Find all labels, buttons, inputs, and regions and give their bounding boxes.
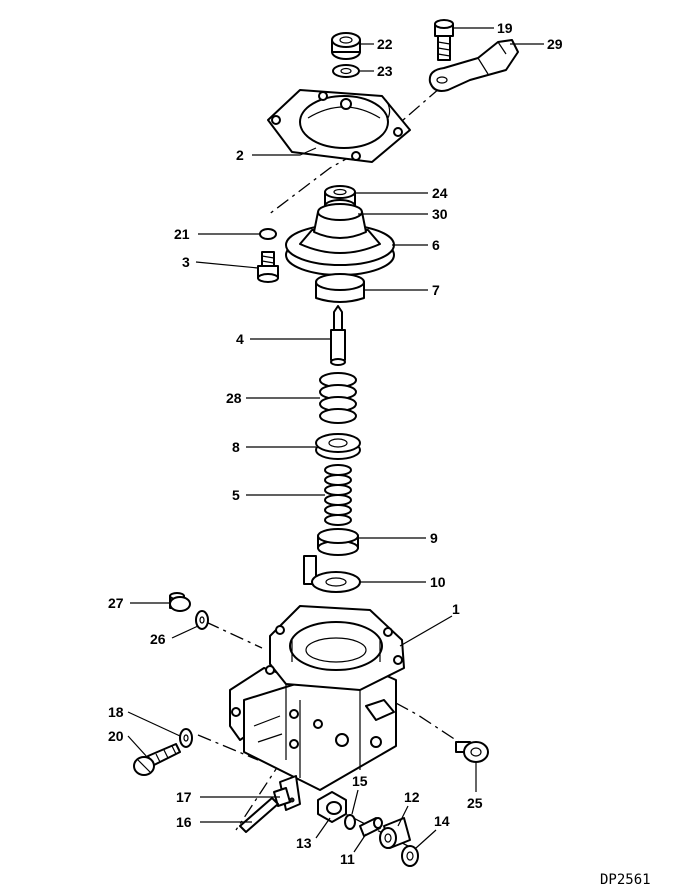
callout-12: 12 (404, 789, 420, 805)
part-21-o-ring (259, 228, 277, 240)
part-27-plug (169, 592, 191, 612)
part-13-nut (317, 791, 347, 823)
part-20-screw (133, 743, 181, 776)
part-18-washer (179, 728, 193, 748)
part-25-bolt (455, 741, 489, 763)
callout-13: 13 (296, 835, 312, 851)
leader-2 (252, 147, 317, 156)
part-17-bracket (273, 775, 301, 811)
part-14-washer (401, 845, 419, 867)
callout-8: 8 (232, 439, 240, 455)
callout-27: 27 (108, 595, 124, 611)
leader-3 (195, 261, 259, 269)
part-11-pin (359, 817, 383, 837)
part-6-diaphragm (285, 224, 395, 276)
part-15-o-ring (344, 814, 356, 830)
part-3-plug (257, 251, 279, 283)
callout-16: 16 (176, 814, 192, 830)
callout-5: 5 (232, 487, 240, 503)
leader-20 (127, 735, 149, 759)
leader-14 (415, 829, 437, 849)
part-28-spring (319, 372, 357, 424)
part-16-pin (239, 797, 279, 833)
callout-26: 26 (150, 631, 166, 647)
callout-10: 10 (430, 574, 446, 590)
callout-labels: 22 23 19 29 2 24 30 6 7 21 3 4 28 8 5 9 … (108, 20, 563, 867)
callout-20: 20 (108, 728, 124, 744)
callout-17: 17 (176, 789, 192, 805)
leader-15 (351, 789, 359, 815)
part-9-nut (317, 528, 359, 556)
leader-lines (127, 27, 544, 853)
callout-2: 2 (236, 147, 244, 163)
callout-29: 29 (547, 36, 563, 52)
leader-13 (315, 817, 331, 839)
callout-30: 30 (432, 206, 448, 222)
callout-4: 4 (236, 331, 244, 347)
callout-9: 9 (430, 530, 438, 546)
callout-11: 11 (340, 851, 355, 867)
callout-1: 1 (452, 601, 460, 617)
part-22-nut (331, 32, 361, 60)
callout-3: 3 (182, 254, 190, 270)
callout-21: 21 (174, 226, 190, 242)
part-30-retainer (313, 203, 367, 239)
part-2-cover (267, 89, 411, 163)
assembly-centerline-lower (197, 734, 259, 761)
callout-22: 22 (377, 36, 393, 52)
assembly-centerline-right (371, 689, 469, 749)
leader-18 (127, 711, 181, 737)
callout-19: 19 (497, 20, 513, 36)
leader-12 (397, 805, 409, 827)
callout-18: 18 (108, 704, 124, 720)
drawing-code: DP2561 (600, 872, 651, 888)
part-1-pump-body (229, 605, 405, 791)
part-12-plug (379, 817, 411, 849)
part-19-bolt (434, 19, 454, 61)
part-5-spring (324, 464, 352, 526)
callout-7: 7 (432, 282, 440, 298)
callout-28: 28 (226, 390, 242, 406)
callout-15: 15 (352, 773, 368, 789)
leader-11 (353, 833, 367, 853)
callout-25: 25 (467, 795, 483, 811)
part-10-lock-washer (303, 555, 361, 593)
leader-26 (171, 625, 199, 639)
leader-1 (399, 615, 453, 647)
assembly-centerline-pin (235, 759, 283, 831)
part-29-bracket (428, 39, 519, 92)
assembly-centerline-left (205, 621, 263, 649)
part-26-washer (195, 610, 209, 630)
part-8-seat (315, 433, 361, 460)
callout-6: 6 (432, 237, 440, 253)
callout-24: 24 (432, 185, 448, 201)
part-23-washer (332, 64, 360, 78)
part-4-pin (330, 305, 346, 366)
callout-23: 23 (377, 63, 393, 79)
callout-14: 14 (434, 813, 450, 829)
part-7-spring-seat (315, 273, 365, 303)
